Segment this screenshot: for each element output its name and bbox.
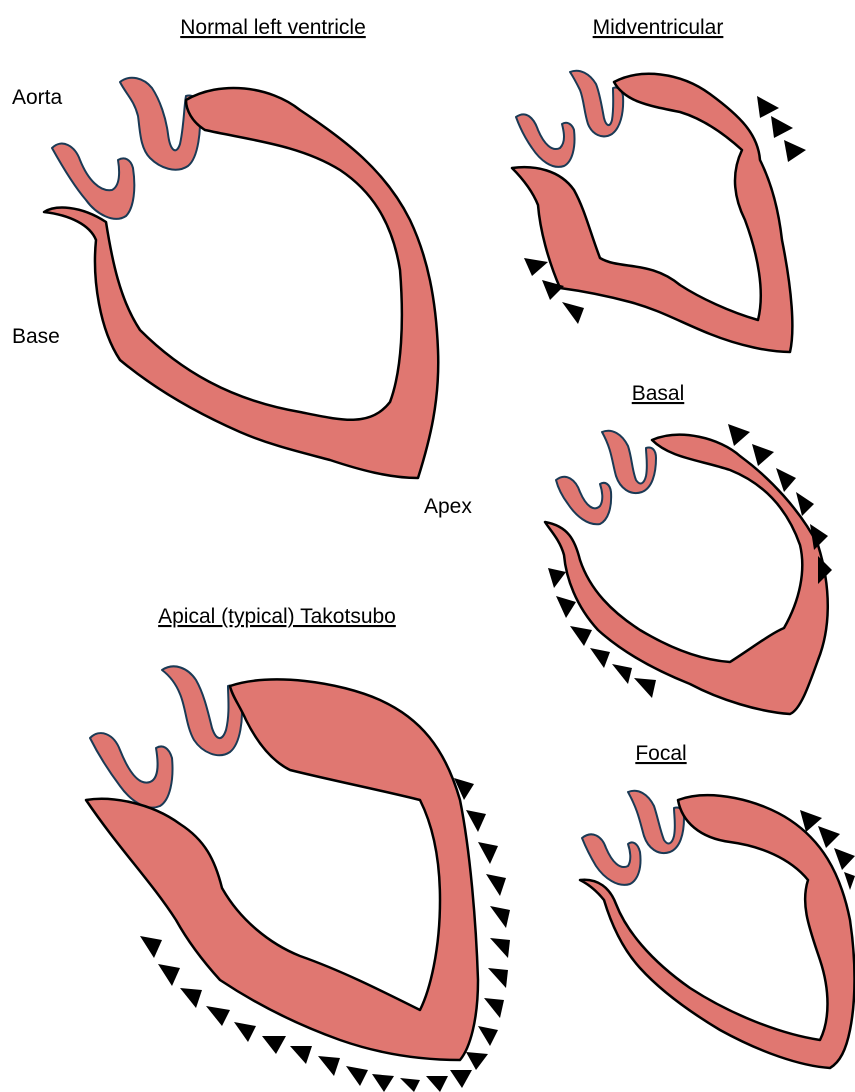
arrowhead-triangle-icon <box>784 140 806 162</box>
arrowhead-triangle-icon <box>466 1052 488 1070</box>
panel-focal: Focal <box>580 742 855 1068</box>
aortic-root-right <box>120 78 200 170</box>
arrowhead-triangle-icon <box>484 998 504 1018</box>
panel-apical: Apical (typical) Takotsubo <box>86 605 478 1060</box>
label-apex: Apex <box>424 495 472 518</box>
panel-basal: Basal <box>545 382 828 714</box>
arrowhead-triangle-icon <box>486 874 506 896</box>
arrowhead-triangle-icon <box>834 848 855 870</box>
arrowhead-triangle-icon <box>524 258 548 276</box>
title-focal: Focal <box>635 742 686 765</box>
arrowhead-triangle-icon <box>728 424 750 446</box>
title-basal: Basal <box>632 382 685 405</box>
label-base: Base <box>12 325 60 348</box>
arrowhead-triangle-icon <box>426 1076 448 1092</box>
arrowhead-triangle-icon <box>490 938 510 958</box>
aortic-root-right <box>602 431 656 493</box>
aortic-root-left <box>556 477 611 524</box>
title-midventricular: Midventricular <box>593 16 724 39</box>
aortic-root-left <box>516 114 575 167</box>
arrowhead-triangle-icon <box>478 842 498 864</box>
ventricle-wall-normal <box>44 88 438 478</box>
arrowhead-triangle-icon <box>844 872 855 890</box>
ventricle-wall-apical <box>86 679 478 1060</box>
arrowhead-triangle-icon <box>490 906 510 928</box>
arrowhead-triangle-icon <box>556 596 576 618</box>
label-aorta: Aorta <box>12 86 63 109</box>
arrowhead-triangle-icon <box>158 964 180 986</box>
panel-normal: Normal left ventricle Aorta Base Apex <box>12 16 472 518</box>
arrowhead-triangle-icon <box>234 1022 256 1042</box>
ventricle-wall-midventricular <box>512 74 792 352</box>
arrowhead-triangle-icon <box>562 302 584 324</box>
ventricle-wall-focal <box>580 795 855 1068</box>
arrowhead-triangle-icon <box>634 678 656 698</box>
arrowhead-triangle-icon <box>206 1006 230 1026</box>
arrowhead-triangle-icon <box>612 664 632 684</box>
arrowhead-triangle-icon <box>771 116 793 138</box>
arrowhead-triangle-icon <box>400 1078 420 1092</box>
arrowhead-triangle-icon <box>590 648 610 668</box>
arrowhead-triangle-icon <box>450 1070 472 1088</box>
arrowhead-triangle-icon <box>262 1036 286 1054</box>
arrowhead-triangle-icon <box>548 568 566 588</box>
panel-midventricular: Midventricular <box>512 16 792 352</box>
arrowhead-triangle-icon <box>757 96 779 118</box>
title-apical: Apical (typical) Takotsubo <box>158 605 396 628</box>
arrowhead-triangle-icon <box>372 1074 394 1092</box>
arrowhead-triangle-icon <box>818 826 840 848</box>
aortic-root-left <box>582 834 641 885</box>
arrowhead-triangle-icon <box>570 626 592 646</box>
arrowhead-triangle-icon <box>140 936 162 958</box>
arrowhead-triangle-icon <box>752 444 774 466</box>
arrowhead-triangle-icon <box>466 810 486 832</box>
arrowhead-triangle-icon <box>488 968 508 988</box>
arrowhead-triangle-icon <box>290 1046 312 1064</box>
arrowhead-triangle-icon <box>180 988 202 1008</box>
arrowhead-triangle-icon <box>346 1066 368 1086</box>
arrowhead-triangle-icon <box>318 1056 340 1076</box>
arrowhead-triangle-icon <box>776 468 796 492</box>
aortic-root-left <box>90 733 173 807</box>
title-normal: Normal left ventricle <box>180 16 366 39</box>
arrowhead-triangle-icon <box>478 1026 498 1046</box>
aortic-root-right <box>162 666 242 755</box>
